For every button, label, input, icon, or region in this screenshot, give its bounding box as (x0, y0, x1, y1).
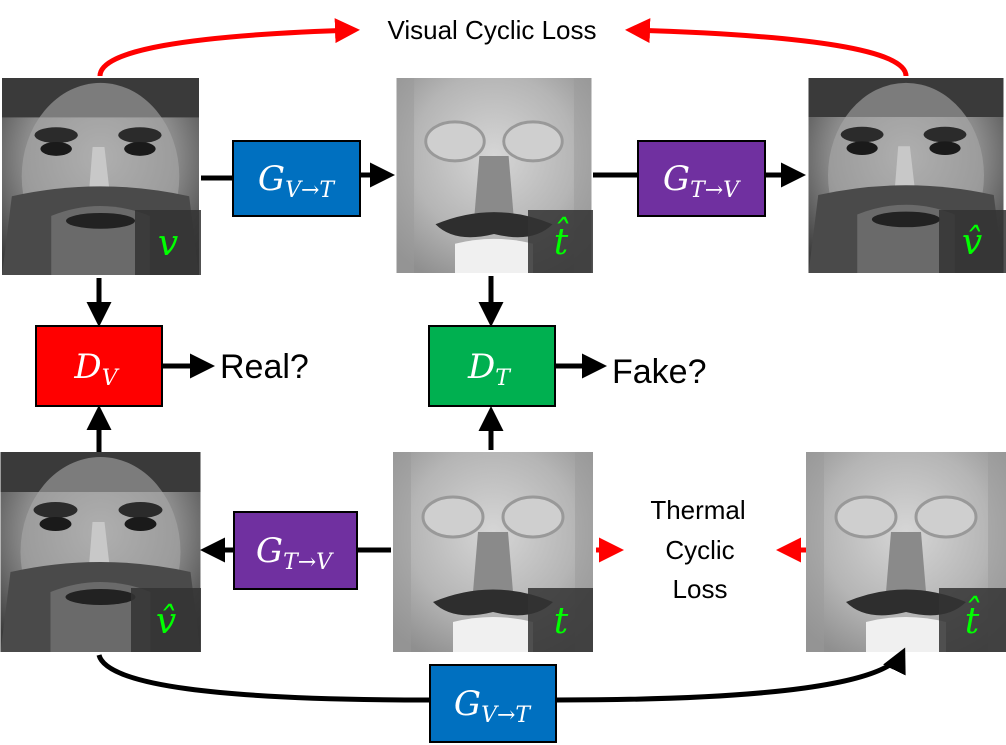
gen-t2v-bottom: GT→V (233, 511, 358, 590)
svg-text:DT: DT (467, 347, 512, 391)
cyclic-arrows (97, 18, 909, 563)
image-v-hat-top: v̂ (808, 78, 1006, 273)
visual-cyclic-arrow-right (625, 18, 909, 77)
image-t-hat-top: t̂ (395, 78, 593, 273)
image-v-hat-bottom: v̂ (0, 452, 201, 652)
visual-cyclic-arrow-left (97, 18, 360, 77)
svg-text:Cyclic: Cyclic (665, 535, 734, 565)
svg-text:Thermal: Thermal (650, 495, 745, 525)
svg-text:GV→T: GV→T (258, 159, 336, 203)
fake-question: Fake? (612, 353, 707, 391)
image-t-thermal: t (393, 452, 593, 652)
gen-v2t-bottom: GV→T (429, 664, 557, 743)
disc-t: DT (428, 325, 556, 407)
arrow-vhat-bottom-curve (96, 654, 431, 703)
svg-text:GV→T: GV→T (454, 684, 532, 728)
label-t: t (554, 601, 569, 642)
image-v-visual: v (2, 78, 201, 275)
label-v-hat-top: v̂ (962, 222, 982, 263)
svg-text:Loss: Loss (673, 574, 728, 604)
svg-text:GT→V: GT→V (663, 159, 741, 203)
gen-v2t-top: GV→T (232, 140, 361, 217)
svg-text:GT→V: GT→V (256, 531, 334, 575)
label-v-hat-bottom: v̂ (156, 601, 176, 642)
flow-arrows (86, 162, 906, 703)
label-t-hat-bottom: t̂ (965, 596, 981, 642)
label-t-hat-top: t̂ (554, 217, 570, 263)
gen-t2v-top: GT→V (637, 140, 766, 217)
visual-cyclic-loss-title: Visual Cyclic Loss (387, 15, 596, 45)
svg-text:DV: DV (73, 347, 119, 391)
label-v: v (158, 223, 178, 264)
disc-v: DV (35, 325, 163, 407)
image-t-hat-bottom: t̂ (806, 452, 1006, 652)
arrow-curve-to-that-bottom (555, 647, 906, 703)
real-question: Real? (220, 348, 309, 386)
thermal-cyclic-loss-label: Thermal Cyclic Loss (650, 495, 745, 604)
